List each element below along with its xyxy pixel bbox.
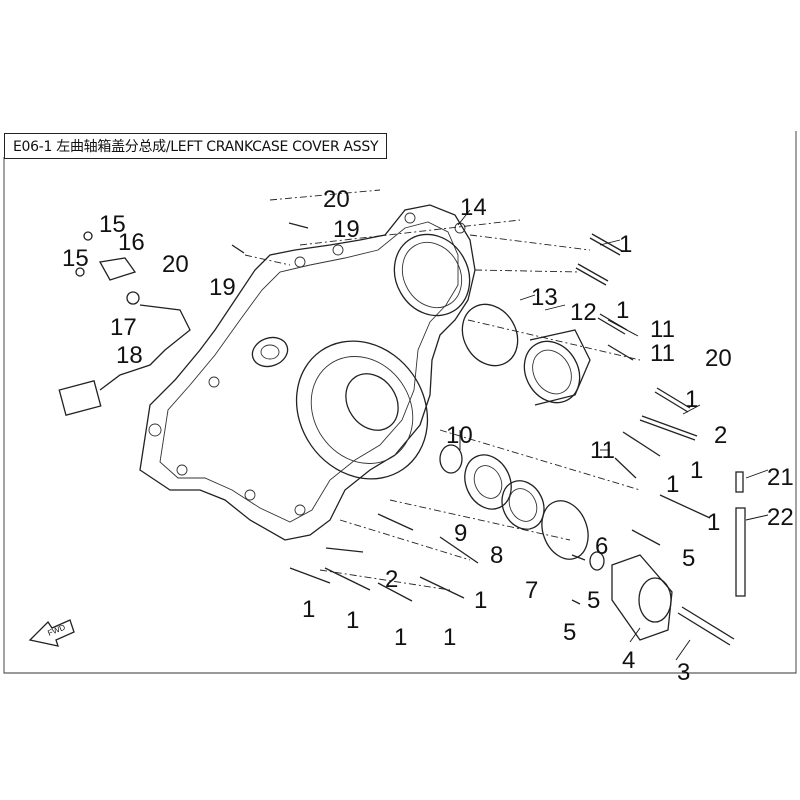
callout: 1 bbox=[685, 386, 698, 413]
callout: 2 bbox=[385, 566, 398, 593]
callout: 15 bbox=[99, 211, 126, 238]
callout: 20 bbox=[705, 345, 732, 372]
callout: 19 bbox=[209, 274, 236, 301]
callout: 1 bbox=[619, 231, 632, 258]
callout: 1 bbox=[474, 587, 487, 614]
callout: 1 bbox=[616, 297, 629, 324]
callout: 6 bbox=[595, 533, 608, 560]
seal-and-bearing-parts bbox=[439, 303, 746, 641]
callout: 5 bbox=[563, 619, 576, 646]
callout: 20 bbox=[323, 186, 350, 213]
callout: 11 bbox=[650, 340, 675, 367]
callout: 11 bbox=[590, 437, 615, 464]
callout: 21 bbox=[767, 464, 794, 491]
callout: 16 bbox=[118, 229, 145, 256]
callout: 5 bbox=[682, 545, 695, 572]
callout: 13 bbox=[531, 284, 558, 311]
callout: 18 bbox=[116, 342, 143, 369]
callout: 1 bbox=[690, 457, 703, 484]
callout: 20 bbox=[162, 251, 189, 278]
callout: 1 bbox=[346, 607, 359, 634]
callout: 1 bbox=[302, 596, 315, 623]
bolts bbox=[231, 222, 735, 646]
fwd-arrow-icon: FWD bbox=[28, 619, 75, 647]
callout: 17 bbox=[110, 314, 137, 341]
leader-lines bbox=[457, 209, 769, 661]
callout: 9 bbox=[454, 520, 467, 547]
callout: 14 bbox=[460, 194, 487, 221]
diagram-title: E06-1 左曲轴箱盖分总成/LEFT CRANKCASE COVER ASSY bbox=[4, 133, 388, 159]
callout: 2 bbox=[714, 422, 727, 449]
callout: 15 bbox=[62, 245, 89, 272]
callout: 1 bbox=[707, 509, 720, 536]
callout: 1 bbox=[394, 624, 407, 651]
callout: 7 bbox=[525, 577, 538, 604]
crankcase-cover bbox=[139, 204, 476, 541]
callout: 1 bbox=[443, 624, 456, 651]
callout: 22 bbox=[767, 504, 794, 531]
callout: 4 bbox=[622, 647, 635, 674]
callout: 12 bbox=[570, 299, 597, 326]
callout: 1 bbox=[666, 471, 679, 498]
callout: 19 bbox=[333, 216, 360, 243]
callout: 3 bbox=[677, 659, 690, 686]
callout: 11 bbox=[650, 316, 675, 343]
callout: 5 bbox=[587, 587, 600, 614]
sensor-assembly bbox=[58, 231, 191, 417]
assembly-lines bbox=[244, 189, 641, 591]
callout: 10 bbox=[446, 422, 473, 449]
diagram-frame bbox=[0, 129, 800, 674]
callout-labels: 20 19 15 16 15 20 19 14 1 17 18 13 12 1 … bbox=[62, 186, 794, 686]
callout: 8 bbox=[490, 542, 503, 569]
